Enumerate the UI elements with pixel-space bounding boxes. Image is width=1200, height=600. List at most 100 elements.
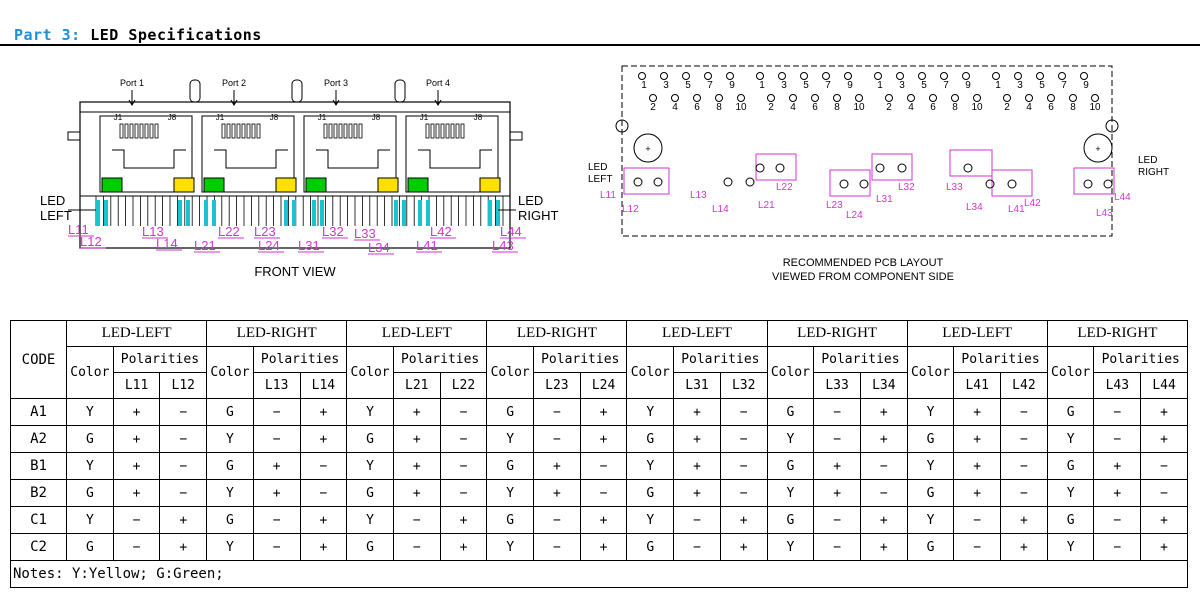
table-cell: +: [1000, 533, 1048, 561]
table-cell: +: [1093, 452, 1142, 480]
led-right-block: [173, 177, 195, 193]
part-number: Part 3:: [14, 26, 81, 44]
led-pad: [723, 177, 733, 187]
table-cell: +: [673, 452, 721, 480]
led-pin-highlight: [96, 200, 100, 226]
pcb-led-left-label-2: LEFT: [588, 174, 612, 185]
pcb-pin-odd-label: 3: [1017, 80, 1023, 91]
pcb-pin-odd-label: 1: [759, 80, 765, 91]
led-pin-highlight: [204, 200, 208, 226]
pcb-pin-odd: [844, 72, 852, 80]
table-cell: −: [1093, 425, 1142, 453]
led-pad: [985, 179, 995, 189]
table-cell: +: [252, 452, 301, 480]
led-pin-highlight: [104, 200, 108, 226]
led-pin-highlight: [496, 200, 500, 226]
table-cell: Y: [1046, 533, 1095, 561]
color-header: Color: [66, 346, 114, 399]
led-pin-highlight: [312, 200, 316, 226]
table-cell: Y: [206, 533, 254, 561]
table-cell: Y: [1046, 479, 1095, 507]
jack-contact: [251, 123, 256, 139]
table-cell: −: [1140, 452, 1188, 480]
pcb-pin-odd: [896, 72, 904, 80]
led-pad: [963, 163, 973, 173]
jack-pin-j1: J1: [318, 113, 327, 122]
table-cell: −: [813, 425, 861, 453]
pcb-pin-odd-label: 7: [825, 80, 831, 91]
port-arrow-head: [230, 99, 238, 106]
pcb-pin-label: L23: [826, 200, 843, 211]
table-cell: −: [439, 452, 488, 480]
table-cell: −: [299, 452, 348, 480]
led-right-label-2: RIGHT: [518, 208, 559, 223]
pin-header: L24: [579, 372, 628, 399]
table-cell: Y: [1046, 425, 1095, 453]
table-cell: G: [66, 479, 114, 507]
table-cell: +: [813, 479, 861, 507]
pcb-pin-even-label: 10: [853, 102, 865, 113]
pin-header: L13: [252, 372, 301, 399]
mount-hole-left: [633, 133, 663, 163]
notes-row: Notes: Y:Yellow; G:Green;: [10, 560, 1188, 588]
table-cell: +: [112, 425, 161, 453]
pcb-pin-odd-label: 5: [921, 80, 927, 91]
pin-header: L34: [859, 372, 908, 399]
led-group-header: LED-RIGHT: [206, 320, 348, 347]
led-right-block: [479, 177, 501, 193]
pcb-pin-even-label: 2: [768, 102, 774, 113]
table-cell: −: [252, 398, 301, 426]
led-pad: [839, 179, 849, 189]
led-left-block: [101, 177, 123, 193]
pcb-pin-odd-label: 3: [899, 80, 905, 91]
pcb-pin-odd: [1014, 72, 1022, 80]
led-pin-highlight: [292, 200, 296, 226]
table-cell: G: [906, 533, 955, 561]
pcb-pin-odd: [756, 72, 764, 80]
pcb-pin-odd: [940, 72, 948, 80]
led-pin-highlight: [488, 200, 492, 226]
polarities-header: Polarities: [953, 346, 1048, 373]
table-cell: +: [673, 398, 721, 426]
pcb-pin-label: L12: [622, 204, 639, 215]
pcb-led-left-label-1: LED: [588, 162, 607, 173]
led-group-header: LED-RIGHT: [1046, 320, 1189, 347]
pcb-pin-odd: [800, 72, 808, 80]
pcb-pin-label: L43: [1096, 208, 1113, 219]
table-cell: −: [953, 533, 1002, 561]
front-pin-label: L24: [258, 238, 280, 253]
table-cell: G: [626, 479, 675, 507]
led-group-header: LED-LEFT: [626, 320, 768, 347]
pcb-pin-label: L14: [712, 204, 729, 215]
side-tab-right: [509, 131, 523, 141]
jack-latch: [316, 149, 390, 169]
led-pin-highlight: [394, 200, 398, 226]
table-cell: −: [392, 533, 441, 561]
led-group-header: LED-RIGHT: [486, 320, 628, 347]
table-cell: +: [1093, 479, 1142, 507]
port-label: Port 4: [426, 78, 450, 88]
jack-contact: [221, 123, 226, 139]
pcb-pin-even: [1091, 94, 1099, 102]
table-cell: −: [719, 425, 768, 453]
port-arrow-head: [128, 99, 136, 106]
table-cell: +: [953, 452, 1002, 480]
pcb-pin-even: [715, 94, 723, 102]
pcb-pin-odd-label: 5: [685, 80, 691, 91]
polarities-header: Polarities: [112, 346, 208, 373]
front-pin-label: L44: [500, 224, 522, 239]
jack-contact: [348, 123, 353, 139]
port-arrow-head: [434, 99, 442, 106]
table-cell: −: [252, 533, 301, 561]
pcb-pin-even: [789, 94, 797, 102]
side-tab-left: [67, 131, 81, 141]
table-cell: −: [1140, 479, 1188, 507]
pcb-pin-odd-label: 9: [729, 80, 735, 91]
table-cell: +: [1140, 506, 1188, 534]
pin-header: L43: [1093, 372, 1142, 399]
row-code: A1: [10, 398, 67, 426]
table-cell: +: [859, 533, 908, 561]
